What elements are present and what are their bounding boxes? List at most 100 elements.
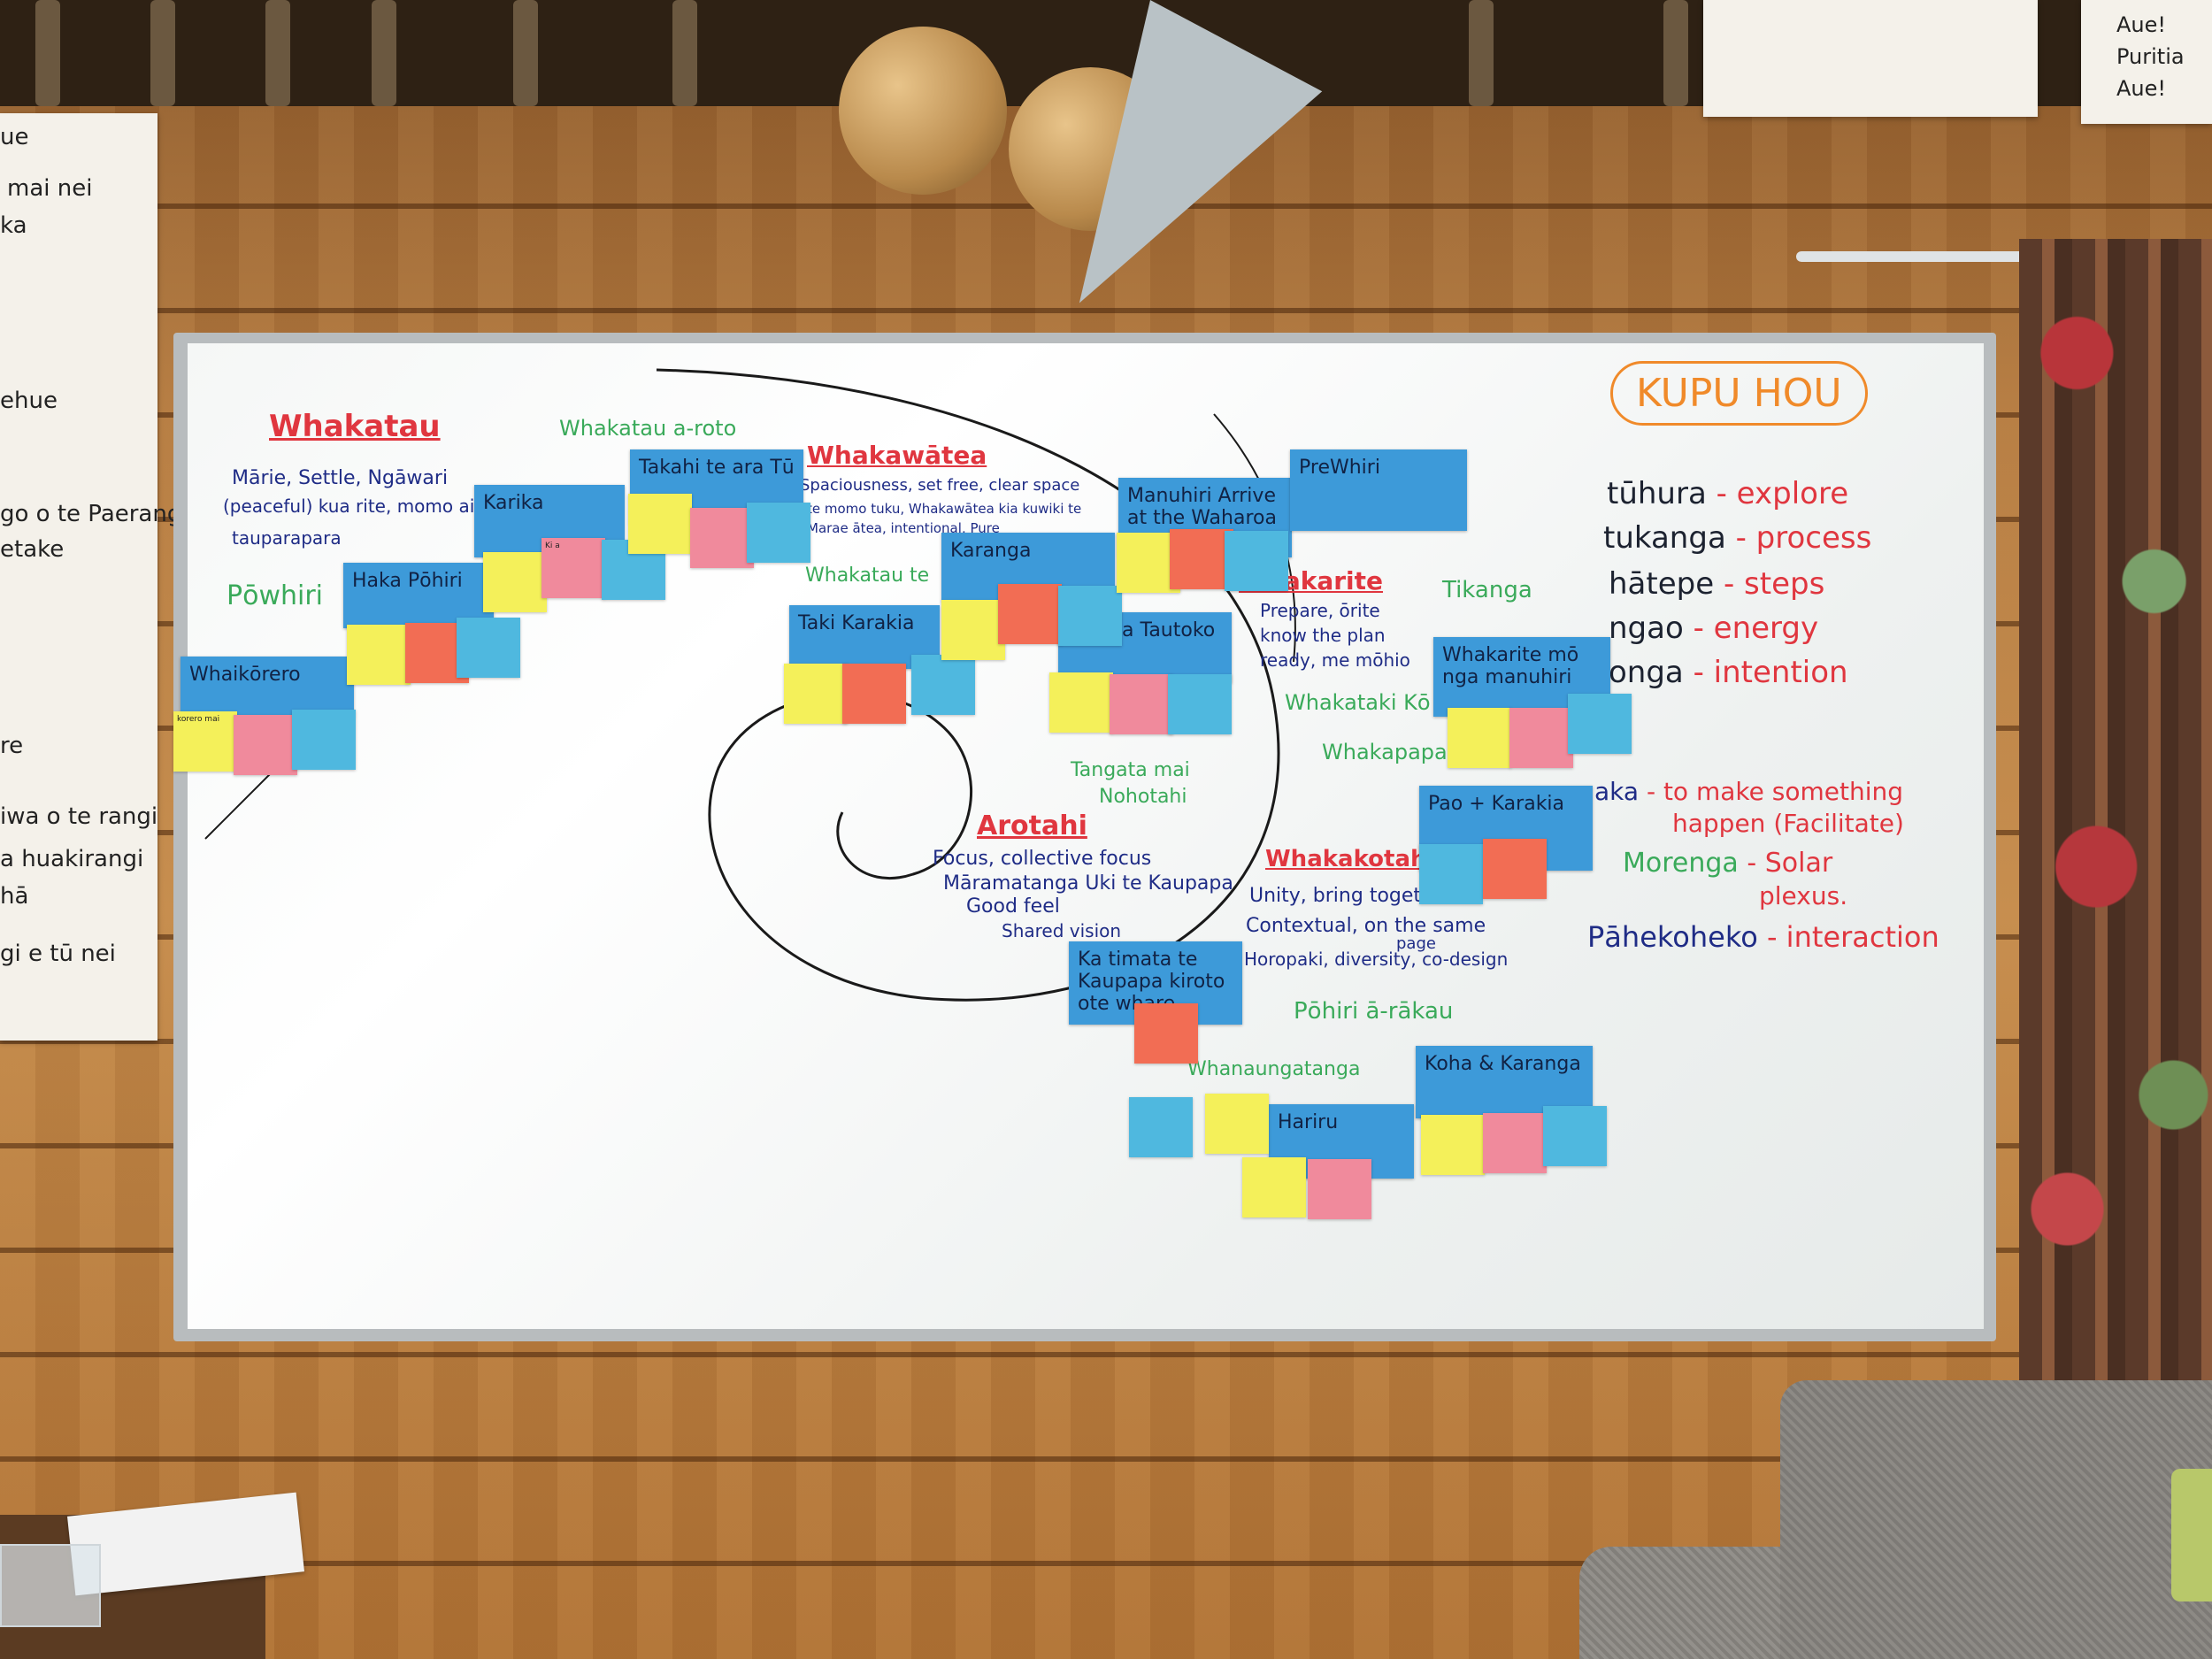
poster-line: ka	[0, 212, 27, 239]
shelf-post	[35, 0, 60, 106]
sticky-note	[911, 655, 975, 715]
label-whakataki-ko: Whakataki Kō	[1285, 690, 1431, 715]
kupu-term: Pāhekoheko - interaction	[1587, 920, 1939, 954]
sticky-note	[1058, 586, 1122, 646]
poster-line: ehue	[0, 388, 58, 414]
arotahi-line: Shared vision	[1002, 920, 1122, 941]
sticky-note	[1049, 672, 1113, 733]
sticky-note	[1421, 1115, 1485, 1175]
shelf-post	[265, 0, 290, 106]
label-whakatau-a-roto: Whakatau a-roto	[559, 416, 737, 441]
poster-line: re	[0, 733, 24, 759]
sticky-note: Ki a	[541, 538, 605, 598]
kupu-term: plexus.	[1759, 881, 1847, 910]
label-whanaungatanga: Whanaungatanga	[1187, 1058, 1361, 1080]
sticky-note	[1110, 674, 1173, 734]
sticky-note	[1129, 1097, 1193, 1157]
card-haka-powhiri: Haka Pōhiri	[343, 563, 494, 628]
gourd	[1009, 67, 1172, 231]
kupu-term: Morenga - Solar	[1623, 848, 1832, 879]
heading-kupu-hou: KUPU HOU	[1610, 361, 1868, 426]
whakawatea-line: Marae ātea, intentional, Pure	[807, 520, 1000, 536]
term-meaning: - to make something	[1646, 777, 1903, 806]
term-word: aka	[1594, 777, 1640, 806]
term-meaning: - explore	[1716, 476, 1849, 511]
curtain	[2019, 239, 2212, 1380]
label-whakapapa: Whakapapa	[1322, 740, 1448, 764]
sticky-note	[1225, 531, 1288, 591]
kupu-term: happen (Facilitate)	[1672, 809, 1904, 838]
poster-line: gi e tū nei	[0, 941, 116, 967]
whiteboard: Whakatau Mārie, Settle, Ngāwari (peacefu…	[173, 343, 1984, 1329]
poster-line: etake	[0, 536, 65, 563]
term-word: tukanga	[1603, 520, 1726, 556]
top-poster	[1703, 0, 2038, 117]
sticky-note	[1134, 1003, 1198, 1064]
arotahi-line: Good feel	[966, 895, 1060, 918]
label-tikanga: Tikanga	[1442, 577, 1532, 603]
poster-line: go o te Paerangi	[0, 501, 188, 527]
gourd	[839, 27, 1007, 195]
sticky-note	[234, 715, 297, 775]
arotahi-line: Māramatanga Uki te Kaupapa	[943, 872, 1233, 895]
shelf-post	[513, 0, 538, 106]
sticky-note	[1170, 529, 1233, 589]
sticky-note	[690, 508, 754, 568]
heading-arotahi: Arotahi	[977, 810, 1087, 841]
whakawatea-line: te momo tuku, Whakawātea kia kuwiki te	[807, 501, 1082, 517]
whakakotahi-line: Contextual, on the same	[1246, 915, 1486, 937]
kupu-term: aka - to make something	[1594, 777, 1903, 806]
sticky-note	[483, 552, 547, 612]
term-meaning: - interaction	[1766, 920, 1939, 954]
card-whaikorero: Whaikōrero	[180, 657, 354, 718]
sticky-note	[941, 600, 1005, 660]
sofa	[1780, 1380, 2212, 1659]
poster-line: ue	[0, 124, 29, 150]
curtain-rod	[1796, 251, 2079, 262]
label-pohiri-a-rakau: Pōhiri ā-rākau	[1294, 998, 1454, 1025]
card-ka-timata-te-kaupapa: Ka timata te Kaupapa kiroto ote whare	[1069, 941, 1242, 1025]
poster-line: mai nei	[7, 175, 93, 202]
kupu-term: ngao - energy	[1609, 611, 1818, 646]
sticky-note	[784, 664, 848, 724]
term-meaning: - intention	[1693, 655, 1848, 690]
shelf-post	[1663, 0, 1688, 106]
sticky-note	[347, 625, 411, 685]
term-word: ngao	[1609, 611, 1684, 646]
shelf-post	[1469, 0, 1494, 106]
shelf-post	[150, 0, 175, 106]
sticky-note	[1448, 708, 1511, 768]
sticky-note	[747, 503, 810, 563]
poster-line: a huakirangi	[0, 846, 144, 872]
sticky-note: korero mai	[173, 711, 237, 772]
cushion	[2171, 1469, 2212, 1601]
term-meaning: plexus.	[1759, 881, 1848, 910]
term-word: onga	[1609, 655, 1684, 690]
whakatau-line: (peaceful) kua rite, momo aio	[223, 495, 486, 517]
sticky-note	[1483, 1113, 1547, 1173]
poster-line: Aue!	[2116, 76, 2167, 101]
label-whakatau-te: Whakatau te	[805, 565, 930, 587]
term-meaning: happen (Facilitate)	[1672, 809, 1904, 838]
whakakotahi-line: Horopaki, diversity, co-design	[1244, 949, 1509, 970]
whakakotahi-line: page	[1396, 934, 1436, 953]
whakatau-line: tauparapara	[232, 527, 342, 549]
kupu-term: tukanga - process	[1603, 520, 1871, 556]
sticky-note	[1483, 839, 1547, 899]
poster-line: Puritia	[2116, 44, 2185, 69]
card-prewhiri: PreWhiri	[1290, 449, 1467, 531]
sticky-note	[1543, 1106, 1607, 1166]
label-powhiri: Pōwhiri	[227, 580, 323, 611]
kupu-term: tūhura - explore	[1607, 476, 1848, 511]
whakatau-line: Mārie, Settle, Ngāwari	[232, 467, 449, 489]
left-poster: ue mai nei ka ehue go o te Paerangi etak…	[0, 113, 188, 1041]
term-meaning: - energy	[1693, 611, 1819, 646]
term-meaning: - steps	[1723, 566, 1825, 602]
whakarite-line: know the plan	[1260, 625, 1386, 646]
whakawatea-line: Spaciousness, set free, clear space	[800, 476, 1080, 495]
kupu-term: onga - intention	[1609, 655, 1848, 690]
heading-whakawatea: Whakawātea	[807, 441, 987, 470]
poster-line: Aue!	[2116, 12, 2167, 37]
whakarite-line: Prepare, ōrite	[1260, 600, 1380, 621]
sticky-note	[1168, 674, 1232, 734]
